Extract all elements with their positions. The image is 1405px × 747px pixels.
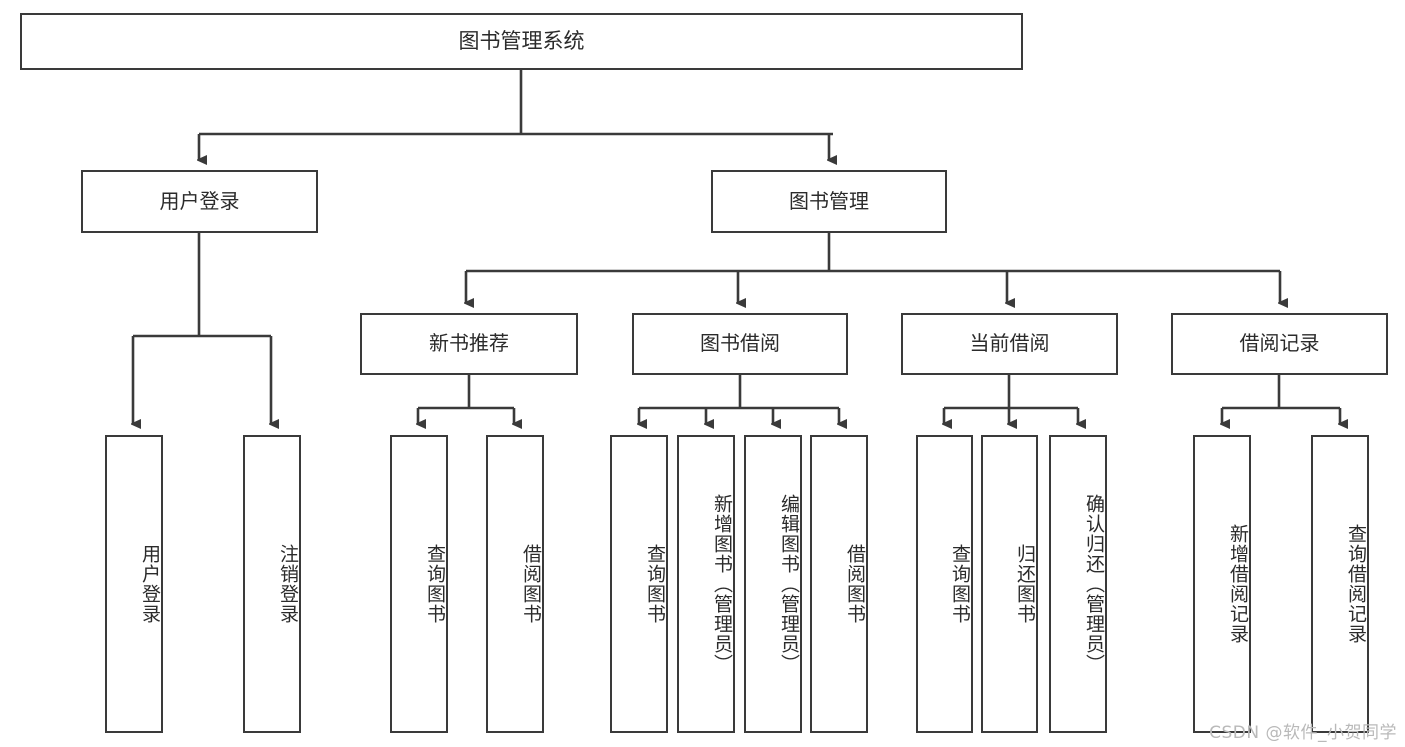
node-leaf-edit-book[interactable]: 编辑图书（管理员） bbox=[744, 435, 802, 733]
node-borrow-record[interactable]: 借阅记录 bbox=[1171, 313, 1388, 375]
node-current-borrow-label: 当前借阅 bbox=[969, 331, 1050, 356]
node-root-label: 图书管理系统 bbox=[458, 29, 585, 54]
node-leaf-user-login[interactable]: 用户登录 bbox=[105, 435, 163, 733]
node-user-login-label: 用户登录 bbox=[159, 188, 240, 213]
node-book-borrow-label: 图书借阅 bbox=[700, 331, 780, 356]
node-leaf-borrow-book-2-label: 借阅图书 bbox=[844, 544, 866, 624]
node-leaf-query-book-2-label: 查询图书 bbox=[644, 544, 666, 624]
node-current-borrow[interactable]: 当前借阅 bbox=[901, 313, 1118, 375]
node-leaf-confirm-return[interactable]: 确认归还（管理员） bbox=[1049, 435, 1107, 733]
node-book-manage[interactable]: 图书管理 bbox=[711, 170, 947, 233]
watermark: CSDN @软件_小贺同学 bbox=[1209, 723, 1397, 743]
node-borrow-record-label: 借阅记录 bbox=[1239, 331, 1320, 356]
node-leaf-return-book[interactable]: 归还图书 bbox=[981, 435, 1038, 733]
node-leaf-query-record-label: 查询借阅记录 bbox=[1345, 524, 1367, 644]
node-leaf-borrow-book-1[interactable]: 借阅图书 bbox=[486, 435, 544, 733]
node-book-manage-label: 图书管理 bbox=[789, 188, 869, 213]
node-leaf-add-record[interactable]: 新增借阅记录 bbox=[1193, 435, 1251, 733]
node-leaf-user-logout-label: 注销登录 bbox=[277, 544, 299, 624]
node-leaf-query-book-1-label: 查询图书 bbox=[424, 544, 446, 624]
node-leaf-add-book[interactable]: 新增图书（管理员） bbox=[677, 435, 735, 733]
node-leaf-edit-book-label: 编辑图书（管理员） bbox=[778, 494, 800, 674]
node-root[interactable]: 图书管理系统 bbox=[20, 13, 1023, 70]
node-user-login[interactable]: 用户登录 bbox=[81, 170, 318, 233]
node-leaf-user-logout[interactable]: 注销登录 bbox=[243, 435, 301, 733]
node-leaf-query-book-1[interactable]: 查询图书 bbox=[390, 435, 448, 733]
node-leaf-query-book-2[interactable]: 查询图书 bbox=[610, 435, 668, 733]
node-leaf-user-login-label: 用户登录 bbox=[139, 544, 161, 624]
node-new-book-rec[interactable]: 新书推荐 bbox=[360, 313, 578, 375]
node-leaf-query-record[interactable]: 查询借阅记录 bbox=[1311, 435, 1369, 733]
node-leaf-borrow-book-2[interactable]: 借阅图书 bbox=[810, 435, 868, 733]
node-book-borrow[interactable]: 图书借阅 bbox=[632, 313, 848, 375]
node-leaf-borrow-book-1-label: 借阅图书 bbox=[520, 544, 542, 624]
node-leaf-confirm-return-label: 确认归还（管理员） bbox=[1083, 494, 1105, 674]
node-leaf-query-book-3[interactable]: 查询图书 bbox=[916, 435, 973, 733]
node-leaf-return-book-label: 归还图书 bbox=[1014, 544, 1036, 624]
node-leaf-add-book-label: 新增图书（管理员） bbox=[711, 494, 733, 674]
node-leaf-add-record-label: 新增借阅记录 bbox=[1227, 524, 1249, 644]
node-leaf-query-book-3-label: 查询图书 bbox=[949, 544, 971, 624]
node-new-book-rec-label: 新书推荐 bbox=[429, 331, 509, 356]
